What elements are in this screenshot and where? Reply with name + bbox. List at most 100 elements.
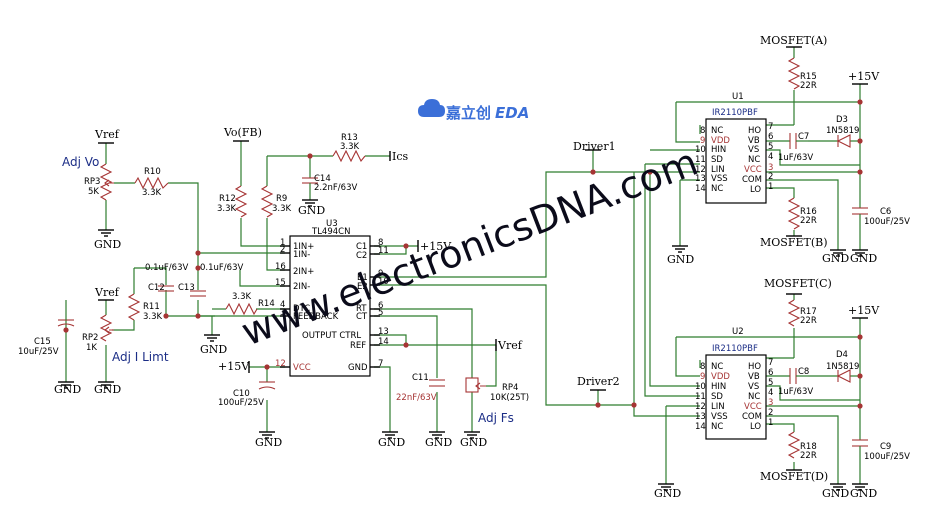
rp2-ref: RP2 [82, 333, 98, 343]
u2-pin-name: VS [748, 382, 759, 392]
u1-pin-name: COM [742, 175, 762, 185]
u2-pin-num: 2 [768, 408, 773, 418]
r11-ref: R11 [143, 302, 160, 312]
net-driver2: Driver2 [577, 375, 620, 388]
c8-val: 1uF/63V [778, 387, 813, 397]
u2-pin-name: VSS [711, 412, 728, 422]
u2-pin-name: VCC [744, 402, 762, 412]
u3-pin-name: VCC [293, 363, 311, 373]
u2-pin-num: 13 [695, 412, 706, 422]
u1-pin-name: VDD [711, 136, 730, 146]
u2-pin-name: SD [711, 392, 723, 402]
u1-pin-num: 13 [695, 174, 706, 184]
net-mosfet-d: MOSFET(D) [760, 470, 828, 483]
u3-body [289, 235, 371, 377]
supply-bars [98, 46, 868, 471]
r10-ref: R10 [144, 167, 161, 177]
net-p15-d: +15V [848, 304, 880, 317]
r15-ref: R15 [800, 72, 817, 82]
u2-pin-name: NC [711, 422, 723, 432]
u2-pin-num: 7 [768, 358, 773, 368]
u2-pin-num: 12 [695, 402, 706, 412]
u3-pin-name: FEEDBACK [293, 312, 339, 322]
u2-pin-num: 14 [695, 422, 706, 432]
u2-pin-num: 11 [695, 392, 706, 402]
wires [65, 47, 861, 484]
u3-pin-num: 15 [275, 278, 286, 288]
logo-eda: EDA [495, 104, 529, 122]
u3-left-pins: 1 1IN+ 2 1IN- 16 2IN+ 15 2IN- 4 DTC 3 FE… [275, 238, 339, 373]
net-mosfet-c: MOSFET(C) [764, 277, 832, 290]
u1-pin-name: SD [711, 155, 723, 165]
u3-pin-stubs [280, 245, 380, 368]
u3-pin-num: 13 [378, 327, 389, 337]
u3-pin-name: CT [356, 312, 368, 322]
u3-pin-num: 14 [378, 337, 389, 347]
net-ics: Ics [392, 150, 409, 163]
r10-val: 3.3K [142, 188, 162, 198]
u2-pin-name: NC [711, 362, 723, 372]
u3-pin-num: 1 [280, 238, 285, 248]
u3-pin-num: 16 [275, 262, 286, 272]
u1-pin-num: 1 [768, 182, 773, 192]
u2-pin-name: VB [748, 372, 760, 382]
gnd-labels: GND GND GND GND GND GND GND GND GND GND … [54, 204, 877, 500]
gnd-label: GND [822, 487, 849, 500]
c8-ref: C8 [798, 367, 809, 377]
gnd-label: GND [667, 253, 694, 266]
gnd-label: GND [200, 343, 227, 356]
rp2-val: 1K [86, 343, 97, 353]
u3-val: TL494CN [311, 227, 350, 237]
net-p15-b: +15V [218, 360, 250, 373]
u2-pin-name: HIN [711, 382, 726, 392]
u1-pin-num: 14 [695, 184, 706, 194]
r14-val: 3.3K [232, 292, 252, 302]
r17-ref: R17 [800, 307, 817, 317]
c15-ref: C15 [34, 337, 51, 347]
u3-pin-name: C1 [356, 242, 367, 252]
gnd-label: GND [654, 487, 681, 500]
logo-text: 嘉立创 [445, 104, 491, 122]
r18-val: 22R [800, 451, 817, 461]
u1-pin-num: 6 [768, 132, 773, 142]
u3-ref: U3 [326, 219, 338, 229]
rp4-val: 10K(25T) [490, 393, 529, 403]
u2-pin-name: COM [742, 412, 762, 422]
u1-pin-num: 8 [700, 126, 705, 136]
u2-pin-num: 8 [700, 362, 705, 372]
u1-pin-name: VB [748, 136, 760, 146]
u3-right-pins: 8 C1 11 C2 9 E1 10 E2 6 RT 5 CT 13 OUTPU… [302, 238, 389, 373]
gnd-label: GND [378, 436, 405, 449]
junctions [63, 99, 863, 409]
net-driver1: Driver1 [573, 140, 616, 153]
c11-val: 22nF/63V [396, 393, 437, 403]
u3-pin-num: 11 [378, 246, 389, 256]
u2-val: IR2110PBF [712, 344, 758, 354]
u1-left-pins: 8 NC 9 VDD 10 HIN 11 SD 12 LIN 13 VSS 14… [695, 126, 730, 194]
u1-pin-name: VS [748, 145, 759, 155]
u2-pin-num: 4 [768, 388, 773, 398]
c14-ref: C14 [314, 174, 331, 184]
adj-fs-label: Adj Fs [478, 411, 514, 425]
u2-pin-name: NC [748, 392, 760, 402]
u3-pin-num: 2 [280, 245, 285, 255]
rp4-ref: RP4 [502, 383, 518, 393]
ground-symbols [58, 199, 868, 491]
u3-pin-num: 7 [378, 359, 383, 369]
u3-pin-name: 2IN- [293, 282, 310, 292]
gnd-label: GND [822, 252, 849, 265]
net-p15-a: +15V [420, 240, 452, 253]
u2-left-pins: 8 NC 9 VDD 10 HIN 11 SD 12 LIN 13 VSS 14… [695, 362, 730, 432]
gnd-label: GND [94, 383, 121, 396]
u3-pin-name: C2 [356, 251, 367, 261]
u3-pin-name: GND [348, 363, 368, 373]
r14-ref: R14 [258, 299, 275, 309]
u3-pin-num: 6 [378, 301, 383, 311]
u3-pin-name: RT [356, 304, 367, 314]
u3-pin-num: 10 [378, 277, 389, 287]
c7-val: 1uF/63V [778, 153, 813, 163]
u3-pin-name: REF [350, 341, 366, 351]
r15-val: 22R [800, 81, 817, 91]
d4-val: 1N5819 [826, 362, 859, 372]
